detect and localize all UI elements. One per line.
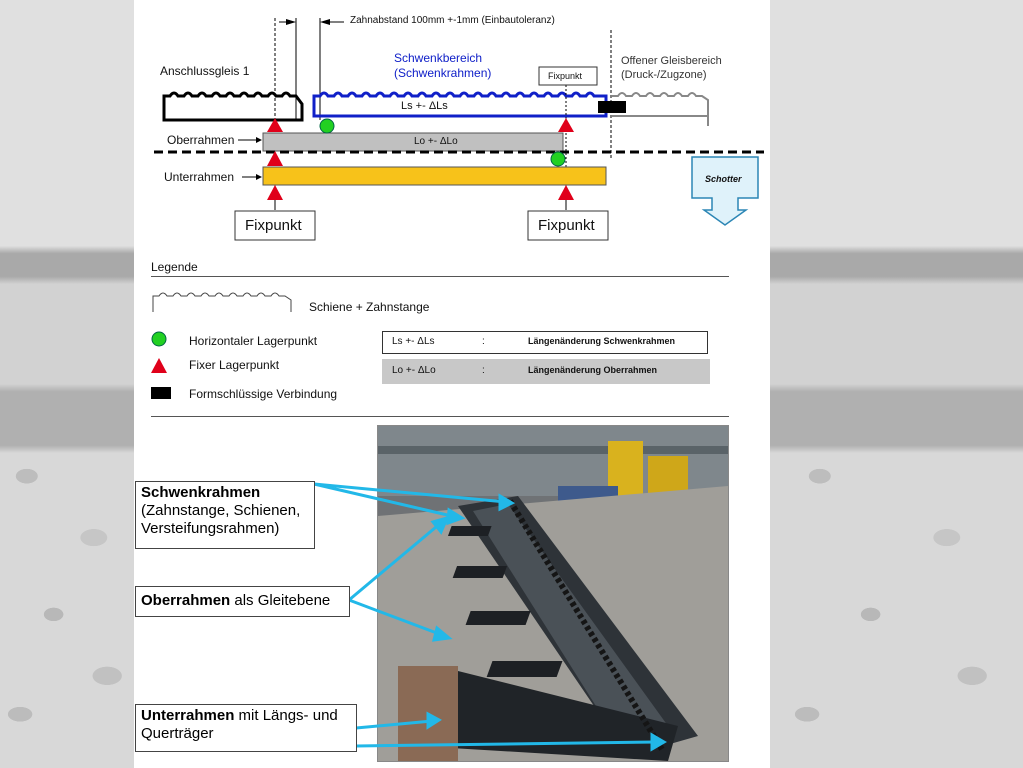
callout-schwenkrahmen: Schwenkrahmen (Zahnstange, Schienen, Ver… [135, 481, 315, 549]
legend-red-triangle [151, 358, 167, 373]
lo-label: Lo +- ΔLo [414, 136, 458, 147]
fix-bearing-1 [267, 118, 283, 132]
legend-bottom-divider [151, 416, 729, 417]
rail-symbol [152, 292, 292, 312]
background-left [0, 0, 134, 768]
fix-bearing-2 [267, 151, 283, 166]
legend-ls-desc: Längenänderung Schwenkrahmen [528, 336, 676, 346]
ls-label: Ls +- ΔLs [401, 100, 448, 112]
callout-arrows [313, 482, 667, 752]
horizontal-bearing-1 [319, 118, 335, 134]
callout-schwenk-line3: Versteifungsrahmen) [141, 520, 280, 537]
callout-unter-line2: Querträger [141, 725, 214, 742]
legend-ls-colon: : [482, 336, 485, 347]
fixpunkt-right-label: Fixpunkt [538, 217, 595, 234]
unterrahmen-label: Unterrahmen [164, 170, 235, 184]
frame-photo [377, 425, 729, 762]
offener-bereich-label: Offener Gleisbereich [621, 55, 722, 67]
legend-lo-desc: Längenänderung Oberrahmen [528, 365, 658, 375]
legend-form-label: Formschlüssige Verbindung [189, 387, 338, 401]
schotter-arrow [691, 156, 759, 226]
callout-unter-rest1: mit Längs- und [234, 707, 338, 724]
callout-schwenk-line2: (Zahnstange, Schienen, [141, 502, 301, 519]
tooth-spacing-note: Zahnabstand 100mm +-1mm (Einbautoleranz) [350, 15, 555, 26]
legend-lo-key: Lo +- ΔLo [392, 365, 436, 376]
slide-panel: Zahnabstand 100mm +-1mm (Einbautoleranz)… [134, 0, 770, 768]
anschlussgleis-label: Anschlussgleis 1 [160, 64, 250, 78]
callout-ober-rest: als Gleitebene [230, 592, 331, 609]
form-connection-block [598, 101, 626, 113]
legend-black-block [151, 387, 171, 399]
callout-schwenk-bold: Schwenkrahmen [141, 484, 261, 501]
zugzone-label: (Druck-/Zugzone) [621, 69, 707, 81]
legend-fixer-label: Fixer Lagerpunkt [189, 358, 280, 372]
schwenkbereich-label: Schwenkbereich [394, 51, 483, 65]
frame-photo-drawing [378, 426, 728, 761]
callout-oberrahmen: Oberrahmen als Gleitebene [135, 586, 350, 617]
legend-lo-box: Lo +- ΔLo : Längenänderung Oberrahmen [382, 359, 710, 384]
fix-bearing-4 [558, 118, 574, 132]
legend-symbols [151, 331, 171, 399]
horizontal-bearing-2 [550, 151, 566, 167]
oberrahmen-label: Oberrahmen [167, 133, 235, 147]
schwenkrahmen-label: (Schwenkrahmen) [394, 66, 492, 80]
callout-unter-bold: Unterrahmen [141, 707, 235, 724]
legend-ls-box: Ls +- ΔLs : Längenänderung Schwenkrahmen [382, 331, 708, 354]
legend-schiene-label: Schiene + Zahnstange [309, 300, 430, 314]
schotter-label: Schotter [705, 174, 742, 184]
fixpunkt-left-label: Fixpunkt [245, 217, 302, 234]
legend-ls-key: Ls +- ΔLs [392, 336, 435, 347]
fix-bearing-5 [558, 185, 574, 200]
callout-ober-bold: Oberrahmen [141, 592, 231, 609]
legend-green-circle [151, 331, 167, 347]
unterrahmen-bar [262, 166, 607, 186]
callout-unterrahmen: Unterrahmen mit Längs- und Querträger [135, 704, 357, 752]
legend-lo-colon: : [482, 365, 485, 376]
fixpunkt-small-label: Fixpunkt [548, 71, 583, 81]
legend-horizontal-label: Horizontaler Lagerpunkt [189, 334, 318, 348]
legend-top-divider [151, 276, 729, 277]
legend-title: Legende [151, 260, 198, 274]
track-diagram [154, 18, 764, 241]
oberrahmen-bar [262, 132, 564, 152]
fix-bearing-3 [267, 185, 283, 200]
background-right [769, 0, 1023, 768]
